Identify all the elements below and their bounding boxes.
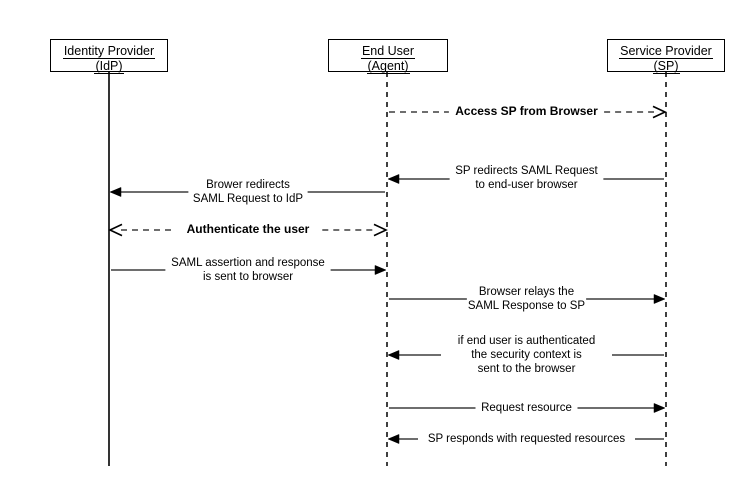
arrowhead-open-path bbox=[108, 223, 123, 237]
message-label-line-1: Brower redirects bbox=[81, 178, 415, 192]
arrowhead-filled bbox=[653, 403, 666, 413]
arrowhead-open bbox=[652, 105, 667, 119]
message-label-line-2: the security context is bbox=[360, 348, 694, 362]
message-label-line-1: SP responds with requested resources bbox=[360, 432, 694, 446]
message-label-line-1: Request resource bbox=[360, 401, 694, 415]
message-label-line-3: sent to the browser bbox=[360, 362, 694, 376]
arrowhead-filled bbox=[387, 434, 400, 444]
message-m8 bbox=[389, 403, 666, 413]
arrowhead-open bbox=[108, 223, 123, 237]
message-label-line-2: is sent to browser bbox=[81, 270, 415, 284]
arrowhead-open bbox=[373, 223, 388, 237]
message-label-line-1: if end user is authenticated bbox=[360, 334, 694, 348]
participant-name-line1: End User bbox=[360, 44, 416, 59]
participant-name-line1: Service Provider bbox=[619, 44, 713, 59]
message-label-m9: SP responds with requested resources bbox=[357, 432, 697, 446]
message-m9 bbox=[387, 434, 664, 444]
message-label-line-1: Browser relays the bbox=[360, 285, 694, 299]
message-m1 bbox=[389, 105, 667, 119]
message-label-line-1: Authenticate the user bbox=[81, 222, 415, 236]
message-label-line-2: to end-user browser bbox=[360, 178, 694, 192]
message-label-line-2: SAML Request to IdP bbox=[81, 192, 415, 206]
message-label-line-2: SAML Response to SP bbox=[360, 299, 694, 313]
participant-name-line2: (IdP) bbox=[94, 59, 124, 74]
arrowhead-open-path bbox=[652, 105, 667, 119]
arrowhead-filled bbox=[653, 294, 666, 304]
message-label-m1: Access SP from Browser bbox=[357, 104, 697, 118]
message-label-line-1: SP redirects SAML Request bbox=[360, 164, 694, 178]
message-m6 bbox=[389, 294, 666, 304]
arrowhead-open-path bbox=[373, 223, 388, 237]
message-m5 bbox=[111, 265, 387, 275]
arrowhead-filled bbox=[387, 350, 400, 360]
participant-box-enduser[interactable]: End User(Agent) bbox=[328, 39, 448, 74]
participant-box-idp[interactable]: Identity Provider(IdP) bbox=[50, 39, 168, 74]
message-label-m4: Authenticate the user bbox=[78, 222, 418, 236]
message-m2 bbox=[387, 174, 664, 184]
message-m3 bbox=[109, 187, 385, 197]
arrowhead-filled bbox=[374, 265, 387, 275]
message-label-line-1: SAML assertion and response bbox=[81, 256, 415, 270]
arrowhead-filled bbox=[387, 174, 400, 184]
message-m7 bbox=[387, 350, 664, 360]
message-m4 bbox=[108, 223, 388, 237]
arrowhead-filled bbox=[109, 187, 122, 197]
participant-box-sp[interactable]: Service Provider(SP) bbox=[607, 39, 725, 74]
participant-name-line2: (SP) bbox=[652, 59, 680, 74]
message-label-m8: Request resource bbox=[357, 401, 697, 415]
message-label-line-1: Access SP from Browser bbox=[360, 104, 694, 118]
participant-name-line2: (Agent) bbox=[366, 59, 410, 74]
participant-name-line1: Identity Provider bbox=[62, 44, 156, 59]
